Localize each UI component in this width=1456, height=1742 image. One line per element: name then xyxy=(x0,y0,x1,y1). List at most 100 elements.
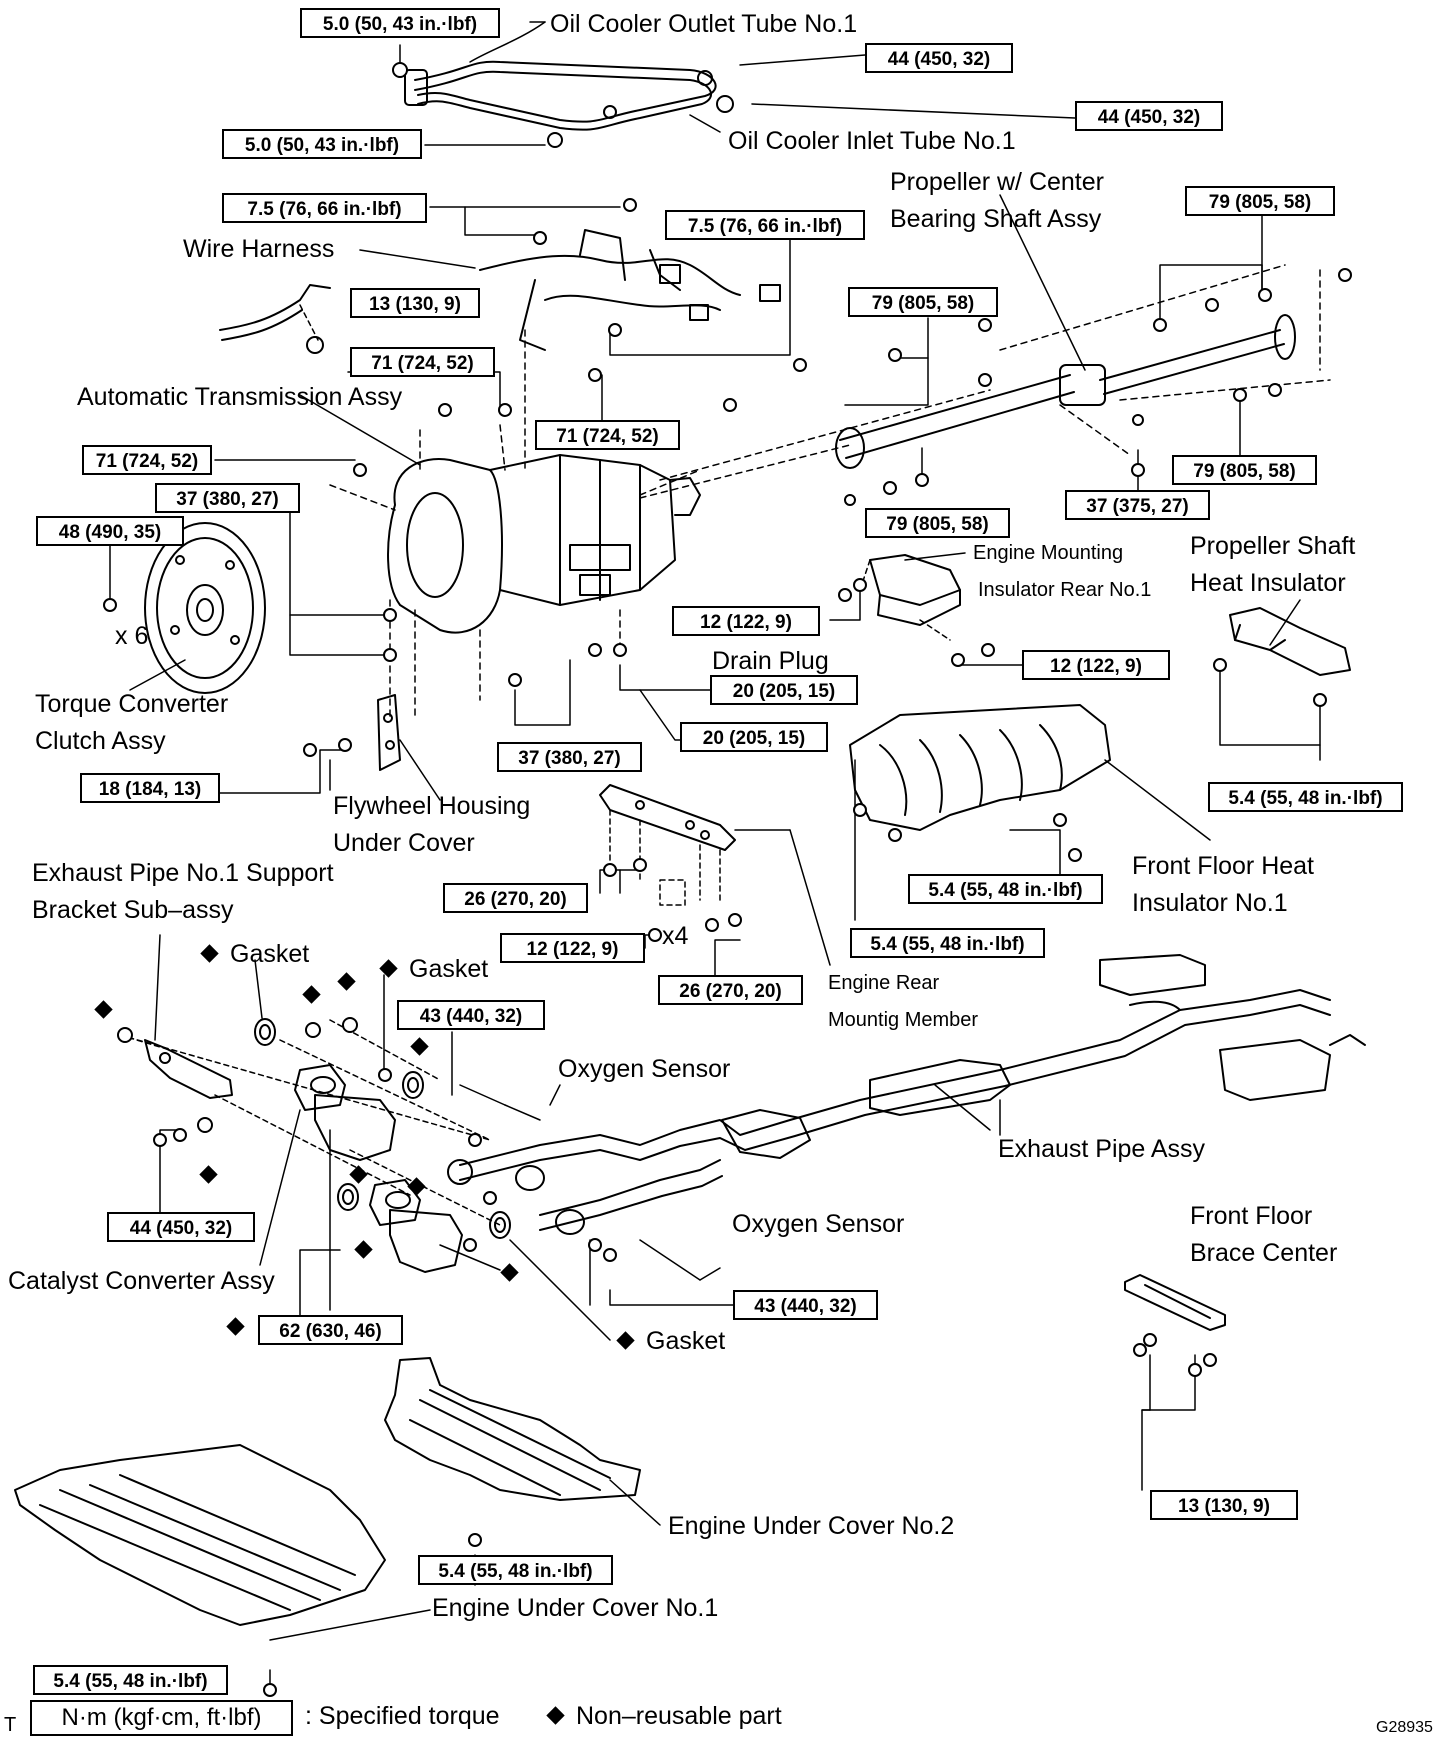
label-oil-cooler-inlet: Oil Cooler Inlet Tube No.1 xyxy=(728,127,1016,155)
torque-box: 12 (122, 9) xyxy=(672,606,820,636)
label-oil-cooler-outlet: Oil Cooler Outlet Tube No.1 xyxy=(550,10,858,38)
label-count-x4: x4 xyxy=(662,922,689,950)
label-drain-plug: Drain Plug xyxy=(712,647,829,675)
non-reusable-mark xyxy=(616,1331,635,1351)
torque-box: 71 (724, 52) xyxy=(350,347,495,377)
torque-box: 43 (440, 32) xyxy=(733,1290,878,1320)
torque-box: 5.4 (55, 48 in.·lbf) xyxy=(418,1555,613,1585)
torque-box: 5.0 (50, 43 in.·lbf) xyxy=(222,129,422,159)
label-catalyst-converter: Catalyst Converter Assy xyxy=(8,1267,275,1295)
label-exhaust-pipe-assy: Exhaust Pipe Assy xyxy=(998,1135,1206,1163)
label-exhaust-support-line2: Bracket Sub–assy xyxy=(32,896,234,924)
torque-box: 26 (270, 20) xyxy=(443,883,588,913)
non-reusable-mark xyxy=(379,959,398,979)
non-reusable-mark xyxy=(200,944,219,964)
torque-box: 7.5 (76, 66 in.·lbf) xyxy=(222,193,427,223)
torque-box: 43 (440, 32) xyxy=(397,1000,545,1030)
propeller-shaft-drawing xyxy=(639,194,1331,499)
label-front-floor-heat-line1: Front Floor Heat xyxy=(1132,852,1315,880)
label-gasket-top-left: Gasket xyxy=(199,938,309,971)
torque-box: 5.4 (55, 48 in.·lbf) xyxy=(908,874,1103,904)
label-oxygen-sensor-upper: Oxygen Sensor xyxy=(558,1055,731,1083)
label-under-cover-1: Engine Under Cover No.1 xyxy=(432,1594,719,1622)
under-cover-1-drawing xyxy=(14,1444,431,1641)
catalyst-converters-drawing xyxy=(259,1064,501,1311)
engine-mount-insulator-drawing xyxy=(859,552,966,641)
brace-center-drawing xyxy=(1124,1274,1226,1331)
label-prop-heat-insulator-line1: Propeller Shaft xyxy=(1190,532,1356,560)
torque-converter-drawing xyxy=(129,522,266,694)
torque-box: 79 (805, 58) xyxy=(865,508,1010,538)
under-cover-2-drawing xyxy=(384,1357,661,1526)
label-propeller-shaft-line1: Propeller w/ Center xyxy=(890,168,1104,196)
label-under-cover-2: Engine Under Cover No.2 xyxy=(668,1512,955,1540)
label-front-floor-heat-line2: Insulator No.1 xyxy=(1132,889,1288,917)
torque-box: 13 (130, 9) xyxy=(350,288,480,318)
torque-box: 37 (380, 27) xyxy=(497,742,642,772)
torque-box: 71 (724, 52) xyxy=(82,445,212,475)
label-brace-center-line2: Brace Center xyxy=(1190,1239,1338,1267)
torque-box: 20 (205, 15) xyxy=(680,722,828,752)
torque-box: 5.4 (55, 48 in.·lbf) xyxy=(850,928,1045,958)
label-flywheel-cover-line2: Under Cover xyxy=(333,829,475,857)
corner-mark: T xyxy=(4,1714,17,1736)
label-rear-member-line2: Mountig Member xyxy=(828,1009,979,1031)
label-torque-converter-line1: Torque Converter xyxy=(35,690,229,718)
label-gasket-text: Gasket xyxy=(230,940,310,968)
label-automatic-transmission: Automatic Transmission Assy xyxy=(77,383,403,411)
prop-heat-insulator-drawing xyxy=(1229,599,1351,676)
torque-box: 44 (450, 32) xyxy=(1075,101,1223,131)
torque-box: 5.0 (50, 43 in.·lbf) xyxy=(300,8,500,38)
oil-cooler-tubes-drawing xyxy=(404,21,1076,146)
figure-code: G28935 xyxy=(1376,1719,1433,1736)
torque-box: 44 (450, 32) xyxy=(107,1212,255,1242)
torque-box: 79 (805, 58) xyxy=(848,287,998,317)
label-torque-converter-line2: Clutch Assy xyxy=(35,727,166,755)
label-gasket-top-right: Gasket xyxy=(378,953,488,986)
torque-box: 7.5 (76, 66 in.·lbf) xyxy=(665,210,865,240)
label-propeller-shaft-line2: Bearing Shaft Assy xyxy=(890,205,1102,233)
fasteners xyxy=(103,62,1352,1697)
label-flywheel-cover-line1: Flywheel Housing xyxy=(333,792,531,820)
torque-box: 5.4 (55, 48 in.·lbf) xyxy=(1208,782,1403,812)
exhaust-pipe-drawing xyxy=(447,954,1366,1281)
torque-box: 44 (450, 32) xyxy=(865,43,1013,73)
torque-box: 26 (270, 20) xyxy=(658,975,803,1005)
torque-box: 79 (805, 58) xyxy=(1172,455,1317,485)
label-gasket-text: Gasket xyxy=(646,1327,726,1355)
torque-box: 71 (724, 52) xyxy=(535,420,680,450)
torque-box: 37 (375, 27) xyxy=(1065,490,1210,520)
label-gasket-lower: Gasket xyxy=(615,1325,725,1358)
legend-unit-box: N·m (kgf·cm, ft·lbf) xyxy=(30,1700,293,1736)
torque-box: 37 (380, 27) xyxy=(155,483,300,513)
legend-non-reusable: Non–reusable part xyxy=(545,1702,782,1731)
torque-box: 48 (490, 35) xyxy=(36,516,184,546)
label-bolt-count-x6: x 6 xyxy=(115,622,149,650)
wire-harness-drawing xyxy=(219,229,781,354)
front-floor-heat-insulator-drawing xyxy=(849,704,1211,841)
non-reusable-mark xyxy=(546,1706,565,1726)
label-oxygen-sensor-lower: Oxygen Sensor xyxy=(732,1210,905,1238)
legend-specified-torque: : Specified torque xyxy=(305,1702,500,1730)
torque-box: 12 (122, 9) xyxy=(1022,650,1170,680)
label-rear-member-line1: Engine Rear xyxy=(828,972,940,994)
legend-non-reusable-text: Non–reusable part xyxy=(576,1702,782,1730)
label-prop-heat-insulator-line2: Heat Insulator xyxy=(1190,569,1346,597)
torque-box: 62 (630, 46) xyxy=(258,1315,403,1345)
torque-box: 79 (805, 58) xyxy=(1185,186,1335,216)
label-engine-mounting-line2: Insulator Rear No.1 xyxy=(978,579,1152,601)
torque-box: 13 (130, 9) xyxy=(1150,1490,1298,1520)
torque-box: 18 (184, 13) xyxy=(80,773,220,803)
label-gasket-text: Gasket xyxy=(409,955,489,983)
label-wire-harness: Wire Harness xyxy=(183,235,335,263)
label-brace-center-line1: Front Floor xyxy=(1190,1202,1313,1230)
rear-mounting-member-drawing xyxy=(599,784,831,966)
torque-box: 5.4 (55, 48 in.·lbf) xyxy=(33,1665,228,1695)
flywheel-cover-drawing xyxy=(377,694,441,801)
label-exhaust-support-line1: Exhaust Pipe No.1 Support xyxy=(32,859,334,887)
torque-box: 12 (122, 9) xyxy=(500,933,645,963)
torque-box: 20 (205, 15) xyxy=(710,675,858,705)
label-engine-mounting-line1: Engine Mounting xyxy=(973,542,1124,564)
